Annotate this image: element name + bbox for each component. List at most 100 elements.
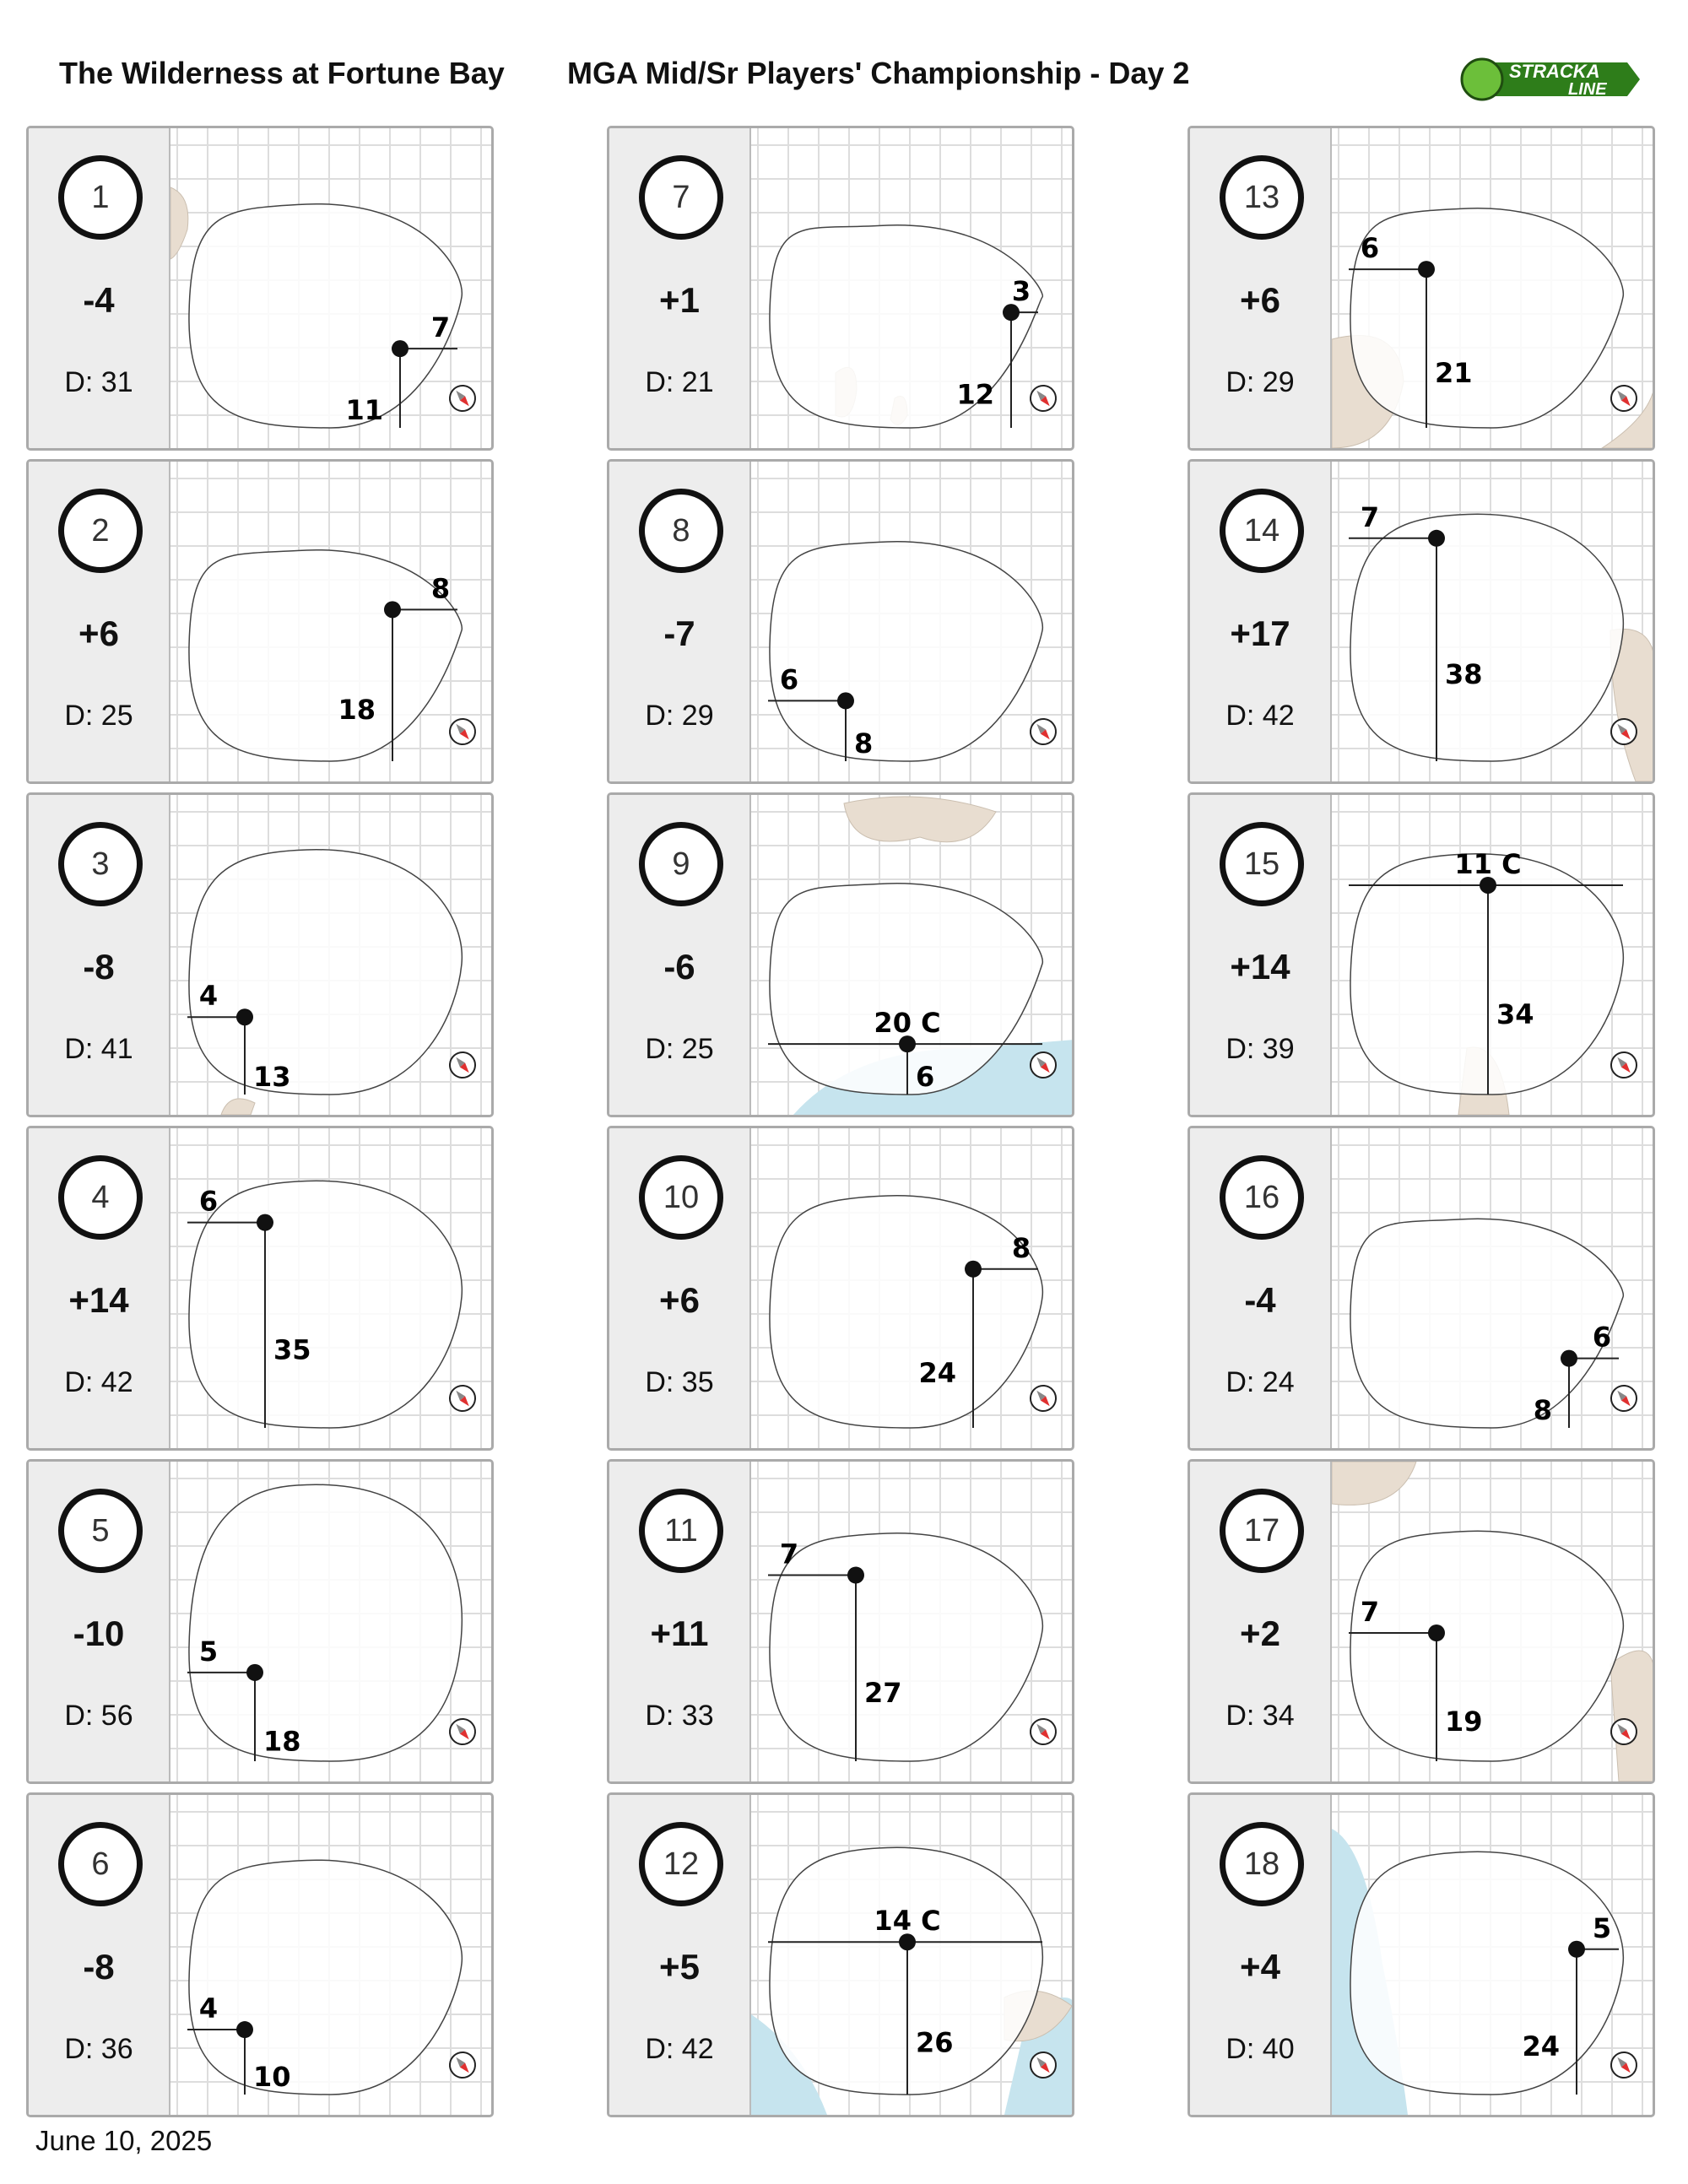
front-distance-label: 27 [864,1677,902,1709]
side-distance-label: 8 [431,572,450,604]
front-distance-label: 24 [1522,2030,1560,2062]
green-diagram: 312 [751,128,1072,448]
side-distance-label: 14 C [874,1905,940,1937]
compass-icon [1610,718,1637,745]
side-distance-label: 6 [780,663,798,695]
compass-icon [1610,1718,1637,1745]
green-diagram: 824 [751,1128,1072,1448]
green-outline [188,203,463,429]
pin-position [236,1008,253,1026]
hole-score: +6 [78,614,119,653]
pin-position [1428,1624,1445,1641]
side-distance-label: 6 [199,1186,218,1218]
green-depth: D: 21 [645,366,714,398]
side-distance-label: 11 C [1454,848,1521,880]
side-distance-label: 4 [199,980,218,1012]
hole-number: 16 [1220,1155,1304,1240]
front-distance-label: 13 [253,1061,291,1093]
green-outline [769,1846,1044,2095]
green-depth: D: 36 [64,2033,133,2065]
green-depth: D: 56 [64,1700,133,1732]
hole-score: -6 [663,947,695,987]
green-diagram: 738 [1332,462,1653,781]
green-outline [1350,1851,1625,2095]
side-distance-label: 20 C [874,1007,940,1039]
hole-number: 18 [1220,1822,1304,1906]
event-title: MGA Mid/Sr Players' Championship - Day 2 [567,56,1190,90]
bunker [1610,628,1653,781]
hole-number: 5 [58,1489,143,1573]
compass-icon [1610,2052,1637,2079]
bunker [1332,1462,1653,1781]
green-outline [1350,207,1625,429]
green-outline [188,848,463,1095]
green-depth: D: 40 [1225,2033,1295,2065]
front-distance-label: 6 [916,1061,934,1093]
green-depth: D: 29 [1225,366,1295,398]
svg-text:STRACKA: STRACKA [1509,61,1600,82]
front-distance-label: 21 [1435,357,1473,389]
side-distance-label: 6 [1361,232,1379,264]
green-depth: D: 39 [1225,1033,1295,1065]
hole-number: 12 [639,1822,723,1906]
side-distance-label: 6 [1593,1322,1611,1354]
compass-icon [1030,1718,1057,1745]
side-distance-label: 5 [199,1635,218,1668]
green-diagram: 7 27 [751,1462,1072,1781]
compass-icon [1610,1051,1637,1078]
green-diagram: 4 13 [170,795,491,1115]
green-diagram: 68 [1332,1128,1653,1448]
green-diagram: 14 C26 [751,1795,1072,2115]
compass-icon [1030,385,1057,412]
front-distance-label: 18 [338,694,376,726]
green-depth: D: 42 [64,1366,133,1398]
green-outline [769,1532,1044,1762]
hole-number: 7 [639,155,723,240]
compass-icon [1030,1385,1057,1412]
hole-score: -7 [663,614,695,653]
hole-number: 4 [58,1155,143,1240]
footer-date: June 10, 2025 [35,2125,213,2156]
side-distance-label: 3 [1012,275,1031,307]
green-depth: D: 24 [1225,1366,1295,1398]
side-distance-label: 7 [780,1538,798,1570]
hole-score: +17 [1230,614,1290,653]
pin-position [1418,261,1435,278]
green-outline [769,224,1044,429]
front-distance-label: 10 [253,2061,291,2093]
hole-number: 15 [1220,822,1304,906]
green-outline [769,1194,1044,1429]
front-distance-label: 24 [918,1357,956,1389]
pin-position [257,1214,273,1231]
front-distance-label: 34 [1496,998,1534,1030]
svg-text:LINE: LINE [1568,80,1607,99]
hole-score: -8 [83,947,115,987]
pin-position [1428,529,1445,547]
side-distance-label: 4 [199,1992,218,2025]
green-depth: D: 34 [1225,1700,1295,1732]
front-distance-label: 38 [1445,658,1483,690]
bunker [170,187,189,260]
compass-icon [449,1385,476,1412]
hole-number: 2 [58,489,143,573]
green-diagram: 518 [170,1462,491,1781]
compass-icon [449,385,476,412]
compass-icon [1030,2052,1057,2079]
pin-position [384,601,401,619]
compass-icon [1610,1385,1637,1412]
hole-number: 3 [58,822,143,906]
green-depth: D: 42 [1225,700,1295,732]
